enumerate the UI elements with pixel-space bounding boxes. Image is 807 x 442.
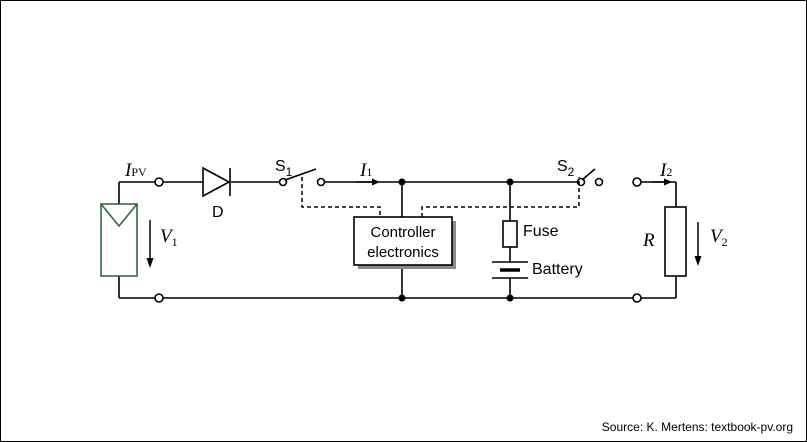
controller-box: [353, 216, 453, 266]
control-line-s1: [301, 177, 381, 217]
terminal-s1-left: [278, 177, 288, 187]
fuse-symbol: [502, 220, 518, 248]
label-v2: V2: [710, 226, 728, 249]
label-battery: Battery: [532, 261, 583, 278]
pv-module-symbol: [100, 203, 138, 277]
label-v1: V1: [160, 226, 178, 249]
label-s1: S1: [275, 158, 293, 179]
label-diode: D: [212, 204, 224, 221]
current-arrows: [356, 178, 672, 186]
junction-bottom-controller: [398, 294, 406, 302]
controller-electronics-box: Controller electronics: [353, 216, 456, 269]
source-caption: Source: K. Mertens: textbook-pv.org: [602, 420, 793, 434]
arrow-i1: [372, 178, 380, 186]
arrow-i2: [664, 178, 672, 186]
controller-label-line2: electronics: [367, 244, 439, 261]
terminal-pv-bottom: [154, 293, 164, 303]
label-fuse: Fuse: [523, 223, 559, 240]
terminal-pv-top: [154, 177, 164, 187]
load-resistor-symbol: [664, 206, 687, 277]
arrow-v2: [694, 256, 702, 266]
label-i2: I2: [659, 160, 672, 181]
junction-top-controller: [398, 178, 406, 186]
terminal-s1-right: [316, 177, 326, 187]
voltage-arrows: [146, 220, 702, 268]
terminal-load-bottom: [632, 293, 642, 303]
terminals: [154, 177, 642, 303]
terminal-s2-right: [594, 177, 604, 187]
diode-symbol: [202, 166, 231, 198]
switch-s1-symbol: [284, 168, 317, 181]
label-s2: S2: [557, 158, 575, 179]
control-lines: [301, 177, 580, 217]
label-ipv: IPV: [124, 160, 147, 181]
switch-s2-symbol: [581, 168, 596, 181]
terminal-load-top: [632, 177, 642, 187]
junctions: [398, 178, 514, 302]
arrow-v1: [146, 258, 154, 268]
battery-symbol: [492, 261, 528, 279]
label-r: R: [642, 230, 655, 251]
junction-bottom-battery: [506, 294, 514, 302]
label-i1: I1: [359, 160, 372, 181]
controller-label-line1: Controller: [370, 224, 435, 241]
junction-top-battery: [506, 178, 514, 186]
control-line-s2: [421, 177, 580, 217]
